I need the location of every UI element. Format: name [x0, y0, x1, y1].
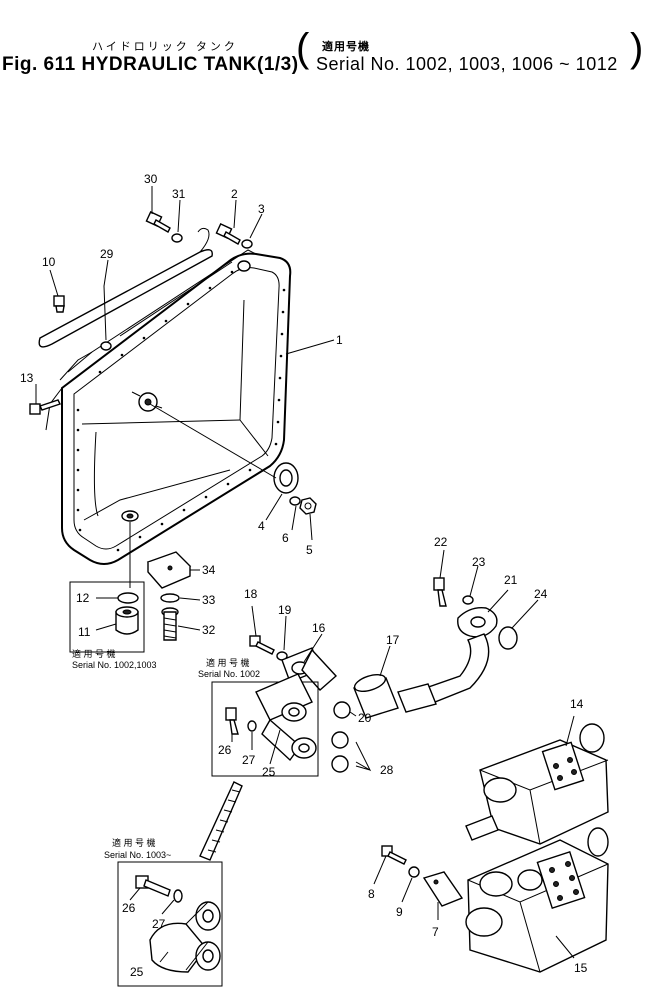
kana-title: ハイドロリック タンク — [92, 41, 238, 53]
callout-19: 19 — [278, 603, 292, 617]
tank-body — [45, 249, 292, 565]
washer-6 — [289, 496, 301, 506]
tube-16 — [281, 647, 338, 691]
callout-4: 4 — [258, 519, 265, 533]
bolt-8 — [381, 845, 407, 865]
oring-20 — [333, 701, 351, 719]
callout-20: 20 — [358, 711, 372, 725]
figure-title: Fig. 611 HYDRAULIC TANK(1/3) — [2, 54, 299, 75]
bolt-26a — [225, 707, 239, 735]
note-a-serial: Serial No. 1002,1003 — [72, 660, 157, 670]
bolt-18 — [249, 635, 275, 655]
link-pipe — [199, 781, 243, 861]
callout-1: 1 — [336, 333, 343, 347]
callout-17: 17 — [386, 633, 400, 647]
callout-33: 33 — [202, 593, 216, 607]
detail-box-b — [211, 681, 319, 777]
washer-27a — [247, 720, 257, 732]
callout-22: 22 — [434, 535, 448, 549]
flange-pipe-21 — [418, 607, 498, 705]
note-b-label: 適 用 号 機 — [206, 657, 250, 668]
callout-23: 23 — [472, 555, 486, 569]
washer-23 — [462, 595, 474, 605]
bolt-26b — [135, 875, 171, 897]
callout-9: 9 — [396, 905, 403, 919]
bolt-32 — [161, 607, 179, 641]
figure-header: ハイドロリック タンク Fig. 611 HYDRAULIC TANK(1/3)… — [0, 0, 646, 90]
leader-lines — [35, 186, 575, 963]
cover-4 — [273, 462, 299, 494]
pipe-25b — [149, 901, 221, 973]
detail-box-c — [117, 861, 223, 987]
bolt-13 — [29, 399, 61, 415]
callout-25: 25 — [262, 765, 276, 779]
serial-range: Serial No. 1002, 1003, 1006 ~ 1012 — [316, 54, 618, 74]
note-a-label: 適 用 号 機 — [72, 648, 116, 659]
callout-5: 5 — [306, 543, 313, 557]
plug-11 — [115, 606, 139, 635]
note-c-serial: Serial No. 1003~ — [104, 850, 171, 860]
washer-33 — [160, 593, 180, 603]
callout-26: 26 — [218, 743, 232, 757]
bolt-10 — [53, 295, 65, 313]
callout-6: 6 — [282, 531, 289, 545]
serial-notes: 適 用 号 機 Serial No. 1002,1003 適 用 号 機 Ser… — [72, 648, 260, 860]
callout-3: 3 — [258, 202, 265, 216]
callout-27b: 27 — [152, 917, 166, 931]
pipe-joint — [397, 683, 437, 713]
oring-12 — [117, 592, 139, 604]
open-paren: ( — [296, 26, 310, 70]
bolt-30 — [145, 211, 171, 233]
callout-14: 14 — [570, 697, 584, 711]
callout-numbers: 1 2 3 4 5 6 7 8 9 10 11 12 13 14 15 16 1… — [20, 172, 588, 979]
callout-34: 34 — [202, 563, 216, 577]
valve-15 — [465, 827, 609, 973]
callout-32: 32 — [202, 623, 216, 637]
washer-3 — [241, 239, 253, 249]
callout-28: 28 — [380, 763, 394, 777]
valve-14 — [465, 723, 609, 845]
callout-31: 31 — [172, 187, 186, 201]
callout-15: 15 — [574, 961, 588, 975]
callout-30: 30 — [144, 172, 158, 186]
close-paren: ) — [630, 26, 644, 70]
bolt-22 — [433, 577, 447, 607]
oring-28a — [331, 731, 349, 749]
callout-7: 7 — [432, 925, 439, 939]
applicable-label: 適用号機 — [322, 41, 370, 53]
callout-29: 29 — [100, 247, 114, 261]
callout-27: 27 — [242, 753, 256, 767]
rod-29 — [38, 227, 213, 348]
note-c-label: 適 用 号 機 — [112, 837, 156, 848]
detail-box-a — [69, 581, 145, 653]
callout-8: 8 — [368, 887, 375, 901]
washer-9 — [408, 866, 420, 878]
callout-2: 2 — [231, 187, 238, 201]
pipe-25a — [255, 673, 317, 762]
washer-31 — [171, 233, 183, 243]
callout-16: 16 — [312, 621, 326, 635]
callout-10: 10 — [42, 255, 56, 269]
callout-13: 13 — [20, 371, 34, 385]
callout-21: 21 — [504, 573, 518, 587]
bracket-34 — [146, 551, 192, 589]
callout-11: 11 — [78, 625, 91, 639]
callout-25b: 25 — [130, 965, 144, 979]
washer-27b — [173, 889, 183, 903]
callout-18: 18 — [244, 587, 258, 601]
flange-bolt-holes — [76, 270, 286, 552]
callout-24: 24 — [534, 587, 548, 601]
callout-12: 12 — [76, 591, 90, 605]
tube-7 — [422, 871, 464, 907]
hose-17 — [353, 674, 399, 719]
nut-5 — [299, 497, 317, 515]
bolt-2 — [215, 223, 241, 245]
oring-28b — [331, 755, 349, 773]
oring-24 — [498, 626, 518, 650]
note-b-serial: Serial No. 1002 — [198, 669, 260, 679]
callout-26b: 26 — [122, 901, 136, 915]
